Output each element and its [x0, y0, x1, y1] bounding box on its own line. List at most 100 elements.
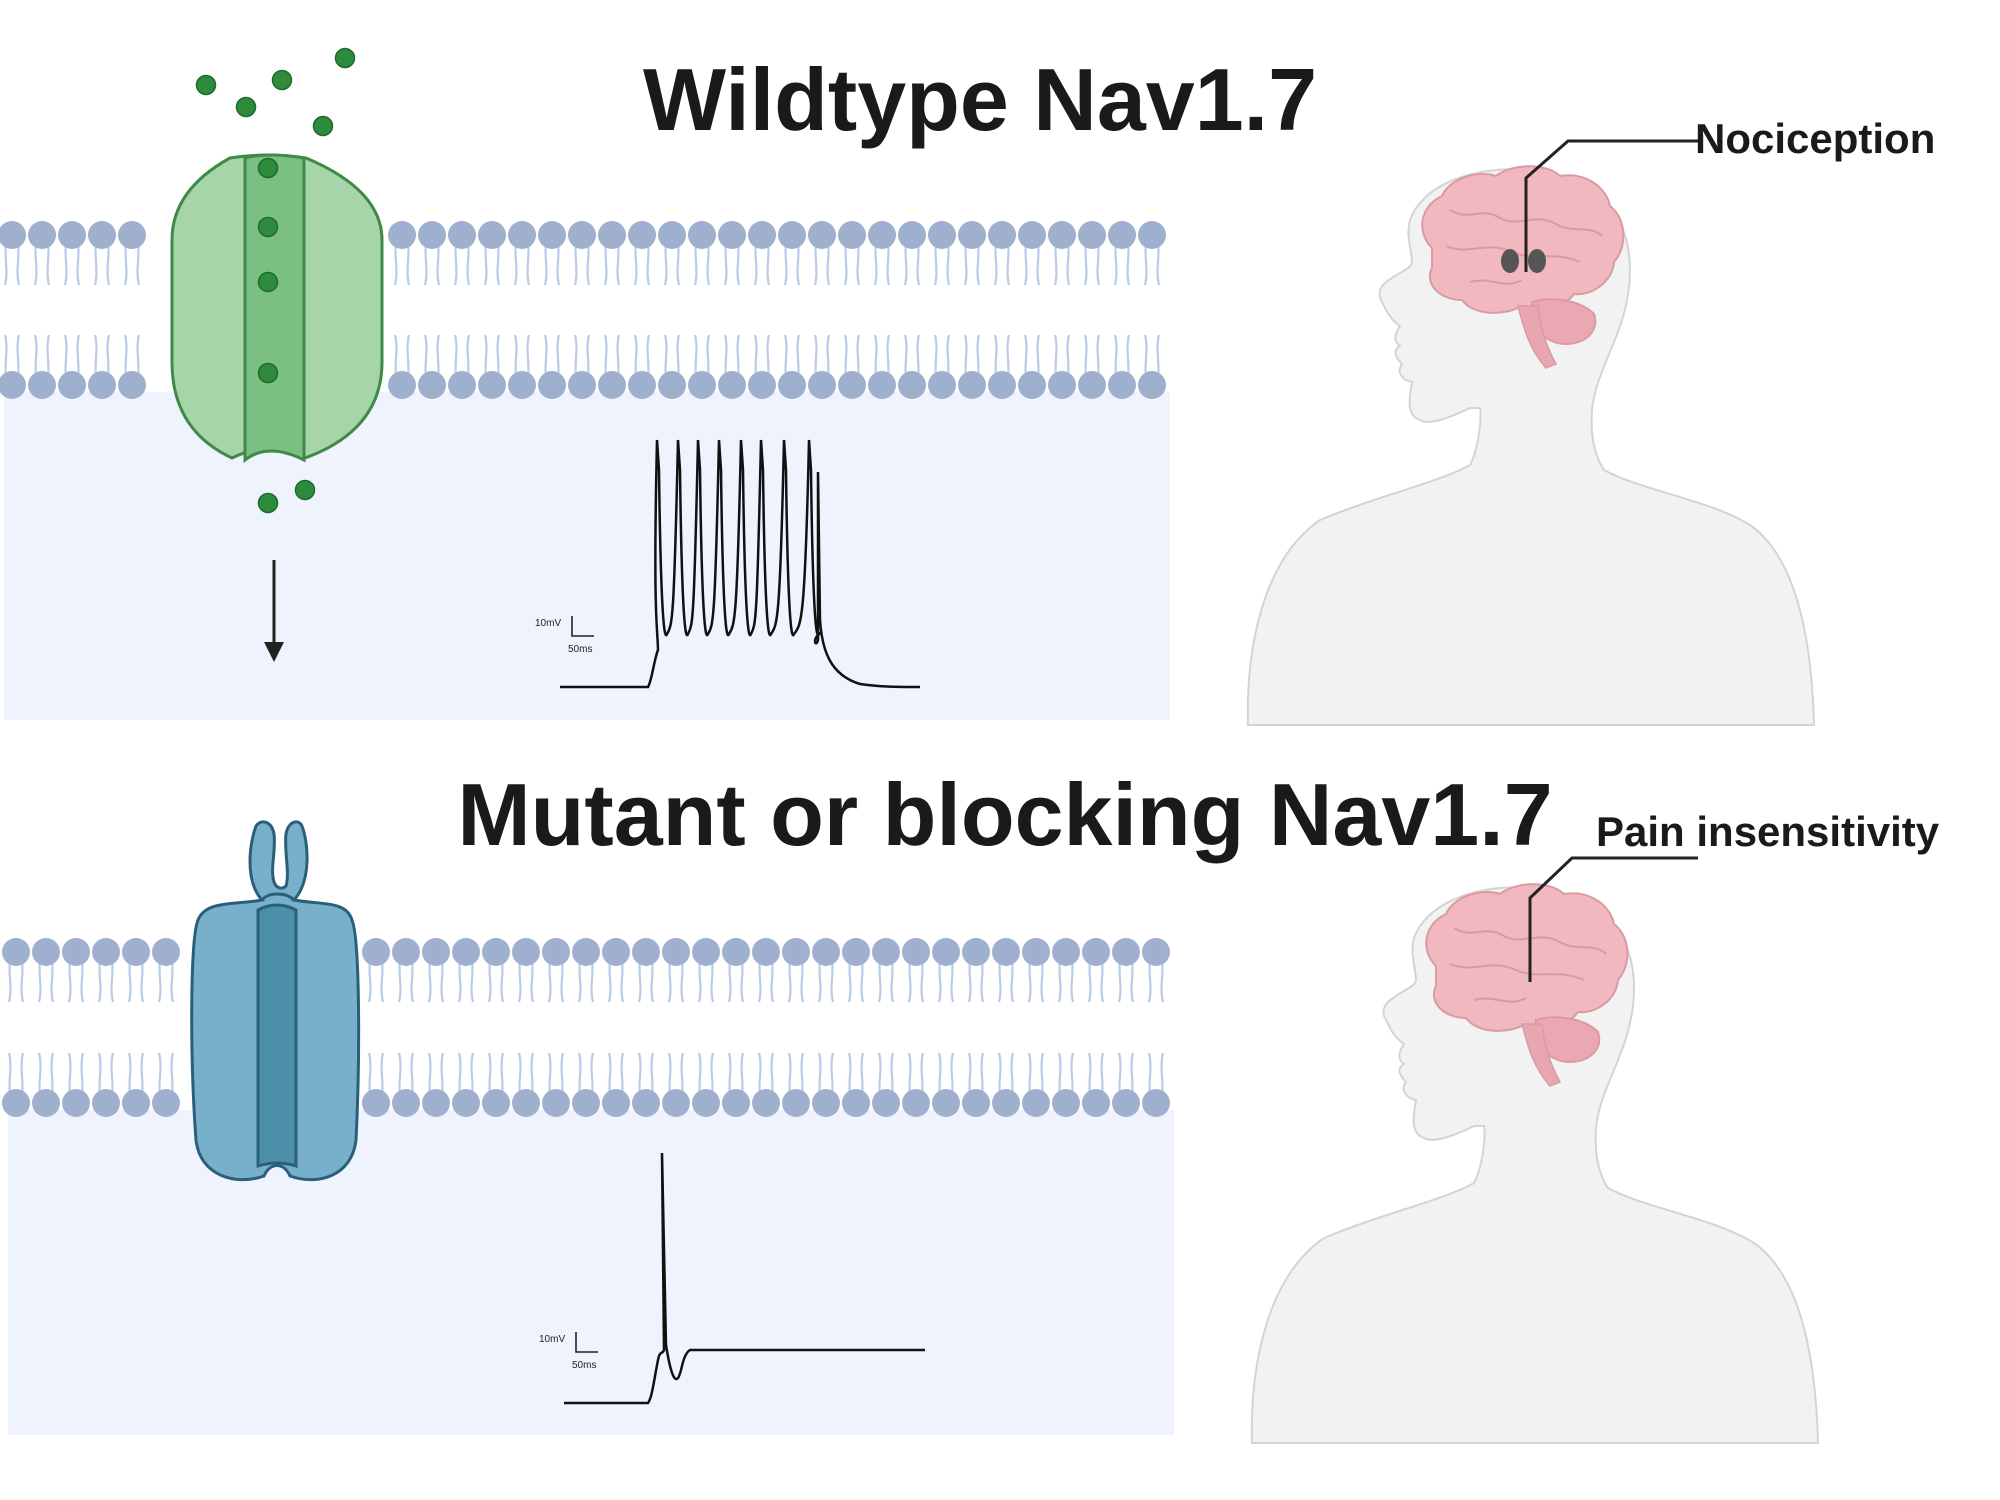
- lipid-head: [1052, 938, 1080, 966]
- lipid-head: [688, 371, 716, 399]
- cell-membrane: [2, 938, 1170, 1117]
- lipid-head: [88, 221, 116, 249]
- lipid-head: [598, 221, 626, 249]
- lipid-head: [632, 1089, 660, 1117]
- lipid-head: [418, 221, 446, 249]
- lipid-head: [602, 938, 630, 966]
- lipid-head: [868, 371, 896, 399]
- sodium-ion: [195, 74, 217, 96]
- lipid-head: [538, 221, 566, 249]
- lipid-head: [152, 938, 180, 966]
- sodium-ion: [257, 157, 279, 179]
- lipid-head: [692, 1089, 720, 1117]
- lipid-head: [1048, 221, 1076, 249]
- lipid-head: [628, 371, 656, 399]
- lipid-head: [1048, 371, 1076, 399]
- lipid-head: [568, 371, 596, 399]
- label-leader-line: [1528, 856, 1698, 982]
- lipid-head: [58, 371, 86, 399]
- lipid-head: [992, 1089, 1020, 1117]
- brain-icon: [1425, 883, 1629, 1087]
- lipid-head: [722, 1089, 750, 1117]
- lipid-head: [778, 221, 806, 249]
- sodium-ion: [334, 47, 356, 69]
- action-potential-trace: [564, 1152, 925, 1405]
- lipid-head: [62, 938, 90, 966]
- lipid-head: [868, 221, 896, 249]
- lipid-head: [928, 221, 956, 249]
- lipid-head: [932, 1089, 960, 1117]
- scale-voltage: 10mV: [539, 1334, 565, 1345]
- lipid-head: [752, 938, 780, 966]
- lipid-head: [958, 371, 986, 399]
- brain-icon: [1421, 165, 1625, 369]
- cell-membrane: [0, 221, 1166, 399]
- lipid-head: [152, 1089, 180, 1117]
- sodium-ion: [257, 216, 279, 238]
- mutant-heading: Mutant or blocking Nav1.7: [457, 765, 1552, 864]
- lipid-head: [508, 371, 536, 399]
- action-potential-trace: [560, 439, 921, 689]
- lipid-head: [602, 1089, 630, 1117]
- lipid-head: [988, 371, 1016, 399]
- lipid-head: [62, 1089, 90, 1117]
- lipid-head: [538, 371, 566, 399]
- lipid-head: [0, 221, 26, 249]
- lipid-head: [748, 371, 776, 399]
- lipid-head: [32, 938, 60, 966]
- lipid-head: [1108, 221, 1136, 249]
- lipid-head: [662, 1089, 690, 1117]
- lipid-head: [988, 221, 1016, 249]
- sodium-ion: [294, 479, 316, 501]
- sodium-channel-open-icon: [170, 153, 384, 464]
- scale-voltage: 10mV: [535, 618, 561, 629]
- human-head-silhouette-icon: [1246, 168, 1816, 726]
- lipid-head: [842, 938, 870, 966]
- lipid-head: [448, 371, 476, 399]
- lipid-head: [1142, 938, 1170, 966]
- lipid-head: [1078, 221, 1106, 249]
- lipid-head: [92, 1089, 120, 1117]
- lipid-head: [1078, 371, 1106, 399]
- lipid-head: [1022, 938, 1050, 966]
- cytoplasm-region: [4, 392, 1170, 720]
- sodium-ion: [257, 492, 279, 514]
- lipid-head: [572, 1089, 600, 1117]
- lipid-head: [1112, 1089, 1140, 1117]
- lipid-head: [1138, 371, 1166, 399]
- lipid-head: [718, 221, 746, 249]
- lipid-head: [1018, 221, 1046, 249]
- lipid-head: [542, 1089, 570, 1117]
- sodium-ion: [235, 96, 257, 118]
- lipid-head: [388, 371, 416, 399]
- lipid-head: [422, 938, 450, 966]
- lipid-head: [748, 221, 776, 249]
- lipid-head: [1052, 1089, 1080, 1117]
- lipid-head: [28, 221, 56, 249]
- lipid-head: [632, 938, 660, 966]
- lipid-head: [1112, 938, 1140, 966]
- scale-bar: 10mV 50ms: [535, 616, 594, 655]
- downward-arrow: [264, 560, 284, 662]
- lipid-head: [1142, 1089, 1170, 1117]
- lipid-head: [478, 221, 506, 249]
- lipid-head: [1138, 221, 1166, 249]
- wildtype-heading: Wildtype Nav1.7: [643, 50, 1317, 149]
- lipid-head: [508, 221, 536, 249]
- lipid-heads: [0, 221, 1166, 399]
- sodium-ion: [257, 271, 279, 293]
- lipid-head: [688, 221, 716, 249]
- lipid-head: [722, 938, 750, 966]
- lipid-head: [452, 1089, 480, 1117]
- lipid-head: [392, 938, 420, 966]
- lipid-head: [808, 371, 836, 399]
- lipid-head: [958, 221, 986, 249]
- lipid-head: [58, 221, 86, 249]
- scale-time: 50ms: [568, 644, 592, 655]
- lipid-head: [902, 1089, 930, 1117]
- lipid-head: [812, 1089, 840, 1117]
- lipid-head: [778, 371, 806, 399]
- lipid-head: [92, 938, 120, 966]
- lipid-head: [512, 938, 540, 966]
- wildtype-panel: Wildtype Nav1.7 10mV 50ms: [0, 47, 1935, 726]
